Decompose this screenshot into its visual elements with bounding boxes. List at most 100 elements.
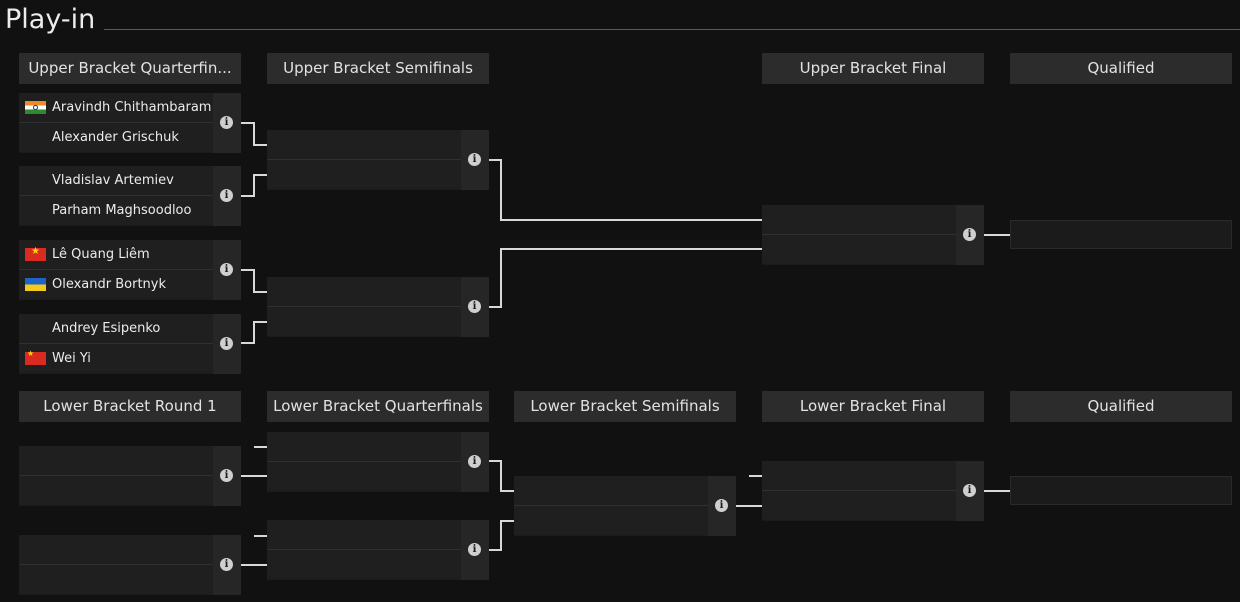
player-slot[interactable]: Alexander Grischuk bbox=[19, 123, 213, 152]
match-lb-r1-1[interactable]: i bbox=[19, 446, 241, 506]
info-icon[interactable]: i bbox=[468, 300, 481, 313]
match-ub-sf-1[interactable]: i bbox=[267, 130, 489, 190]
match-info-panel: i bbox=[461, 432, 489, 492]
player-slot-empty[interactable] bbox=[514, 476, 708, 506]
info-icon[interactable]: i bbox=[468, 543, 481, 556]
connector-ubqf1-sf1 bbox=[241, 122, 267, 146]
header-ub-quarterfinals: Upper Bracket Quarterfin... bbox=[19, 53, 241, 84]
header-ub-final: Upper Bracket Final bbox=[762, 53, 984, 84]
india-flag-icon bbox=[25, 101, 46, 114]
player-slot[interactable]: Vladislav Artemiev bbox=[19, 166, 213, 196]
match-ub-qf-2[interactable]: Vladislav Artemiev Parham Maghsoodloo i bbox=[19, 166, 241, 226]
header-ub-qualified: Qualified bbox=[1010, 53, 1232, 84]
player-slot-empty[interactable] bbox=[19, 565, 213, 594]
flag-placeholder bbox=[25, 322, 46, 335]
connector-ubqf3-sf2 bbox=[241, 269, 267, 293]
match-info-panel: i bbox=[461, 277, 489, 337]
info-icon[interactable]: i bbox=[220, 263, 233, 276]
match-lb-qf-1[interactable]: i bbox=[267, 432, 489, 492]
match-info-panel: i bbox=[213, 535, 241, 595]
player-slot-empty[interactable] bbox=[267, 130, 461, 160]
info-icon[interactable]: i bbox=[220, 469, 233, 482]
player-slot-empty[interactable] bbox=[762, 461, 956, 491]
flag-placeholder bbox=[25, 174, 46, 187]
match-info-panel: i bbox=[213, 446, 241, 506]
match-info-panel: i bbox=[213, 93, 241, 153]
header-lb-quarterfinals: Lower Bracket Quarterfinals bbox=[267, 391, 489, 422]
info-icon[interactable]: i bbox=[220, 558, 233, 571]
info-icon[interactable]: i bbox=[963, 228, 976, 241]
player-slot-empty[interactable] bbox=[267, 520, 461, 550]
match-info-panel: i bbox=[461, 520, 489, 580]
match-info-panel: i bbox=[213, 314, 241, 374]
connector-ubsf1-final bbox=[489, 159, 762, 221]
flag-placeholder bbox=[25, 204, 46, 217]
player-slot-empty[interactable] bbox=[267, 462, 461, 491]
player-name: Wei Yi bbox=[52, 351, 91, 366]
match-ub-sf-2[interactable]: i bbox=[267, 277, 489, 337]
match-lb-sf[interactable]: i bbox=[514, 476, 736, 536]
player-name: Andrey Esipenko bbox=[52, 321, 161, 336]
match-info-panel: i bbox=[956, 205, 984, 265]
player-slot-empty[interactable] bbox=[762, 491, 956, 520]
match-lb-qf-2[interactable]: i bbox=[267, 520, 489, 580]
player-slot-empty[interactable] bbox=[19, 476, 213, 505]
header-ub-semifinals: Upper Bracket Semifinals bbox=[267, 53, 489, 84]
player-slot-empty[interactable] bbox=[267, 307, 461, 336]
match-lb-final[interactable]: i bbox=[762, 461, 984, 521]
match-ub-qf-4[interactable]: Andrey Esipenko Wei Yi i bbox=[19, 314, 241, 374]
match-ub-final[interactable]: i bbox=[762, 205, 984, 265]
player-slot-empty[interactable] bbox=[762, 205, 956, 235]
player-slot-empty[interactable] bbox=[762, 235, 956, 264]
match-lb-r1-2[interactable]: i bbox=[19, 535, 241, 595]
match-info-panel: i bbox=[213, 166, 241, 226]
connector-ubqf2-sf1 bbox=[241, 174, 267, 197]
player-slot-empty[interactable] bbox=[267, 277, 461, 307]
info-icon[interactable]: i bbox=[468, 153, 481, 166]
player-name: Olexandr Bortnyk bbox=[52, 277, 167, 292]
player-slot[interactable]: Lê Quang Liêm bbox=[19, 240, 213, 270]
player-name: Alexander Grischuk bbox=[52, 130, 179, 145]
player-slot-empty[interactable] bbox=[19, 446, 213, 476]
info-icon[interactable]: i bbox=[468, 455, 481, 468]
page-title: Play-in bbox=[5, 4, 96, 35]
connector-ubsf2-final bbox=[489, 248, 762, 308]
match-info-panel: i bbox=[708, 476, 736, 536]
player-slot-empty[interactable] bbox=[267, 550, 461, 579]
info-icon[interactable]: i bbox=[715, 499, 728, 512]
flag-placeholder bbox=[25, 131, 46, 144]
player-slot-empty[interactable] bbox=[267, 160, 461, 189]
player-slot[interactable]: Olexandr Bortnyk bbox=[19, 270, 213, 299]
info-icon[interactable]: i bbox=[220, 337, 233, 350]
lb-qualified-slot[interactable] bbox=[1010, 476, 1232, 505]
match-ub-qf-3[interactable]: Lê Quang Liêm Olexandr Bortnyk i bbox=[19, 240, 241, 300]
player-name: Vladislav Artemiev bbox=[52, 173, 174, 188]
player-slot-empty[interactable] bbox=[514, 506, 708, 535]
player-slot-empty[interactable] bbox=[19, 535, 213, 565]
title-divider bbox=[104, 29, 1240, 30]
ukraine-flag-icon bbox=[25, 278, 46, 291]
header-lb-qualified: Qualified bbox=[1010, 391, 1232, 422]
connector-ubqf4-sf2 bbox=[241, 321, 267, 344]
player-slot[interactable]: Parham Maghsoodloo bbox=[19, 196, 213, 225]
connector-lbqf1-lbsf bbox=[489, 460, 514, 492]
player-name: Parham Maghsoodloo bbox=[52, 203, 192, 218]
match-info-panel: i bbox=[461, 130, 489, 190]
player-slot-empty[interactable] bbox=[267, 432, 461, 462]
info-icon[interactable]: i bbox=[220, 189, 233, 202]
player-slot[interactable]: Aravindh Chithambaram bbox=[19, 93, 213, 123]
info-icon[interactable]: i bbox=[963, 484, 976, 497]
match-info-panel: i bbox=[956, 461, 984, 521]
vietnam-flag-icon bbox=[25, 246, 46, 261]
player-slot[interactable]: Andrey Esipenko bbox=[19, 314, 213, 344]
ub-qualified-slot[interactable] bbox=[1010, 220, 1232, 249]
player-name: Lê Quang Liêm bbox=[52, 247, 150, 262]
info-icon[interactable]: i bbox=[220, 116, 233, 129]
header-lb-final: Lower Bracket Final bbox=[762, 391, 984, 422]
header-lb-semifinals: Lower Bracket Semifinals bbox=[514, 391, 736, 422]
china-flag-icon bbox=[25, 349, 46, 365]
match-ub-qf-1[interactable]: Aravindh Chithambaram Alexander Grischuk… bbox=[19, 93, 241, 153]
connector-lbqf2-lbsf bbox=[489, 520, 514, 551]
player-slot[interactable]: Wei Yi bbox=[19, 344, 213, 373]
